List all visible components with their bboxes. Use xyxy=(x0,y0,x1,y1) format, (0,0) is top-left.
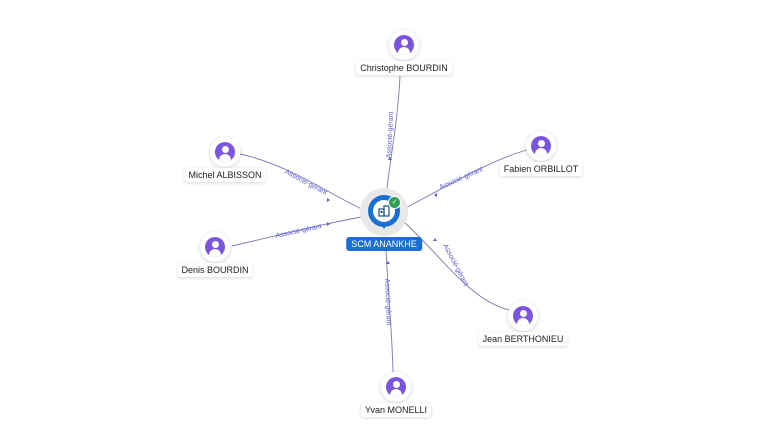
person-icon xyxy=(531,136,551,156)
company-label[interactable]: SCM ANANKHE xyxy=(346,237,422,251)
person-icon xyxy=(215,142,235,162)
person-label-denis-bourdin[interactable]: Denis BOURDIN xyxy=(177,263,253,277)
arrow-christophe-bourdin xyxy=(388,157,392,160)
arrow-denis-bourdin xyxy=(327,222,330,226)
person-node-christophe-bourdin[interactable] xyxy=(389,30,419,60)
edge-label-fabien-orbillot: Associé-gérant xyxy=(439,166,485,191)
edge-label-denis-bourdin: Associé-gérant xyxy=(275,223,322,240)
person-icon xyxy=(205,237,225,257)
person-label-christophe-bourdin[interactable]: Christophe BOURDIN xyxy=(356,61,452,75)
arrow-michel-albisson xyxy=(327,198,330,202)
edge-michel-albisson xyxy=(239,153,369,213)
person-label-jean-berthonieu[interactable]: Jean BERTHONIEU xyxy=(478,332,568,346)
edge-denis-bourdin xyxy=(231,215,369,247)
edge-christophe-bourdin xyxy=(385,75,401,197)
person-label-michel-albisson[interactable]: Michel ALBISSON xyxy=(184,168,266,182)
person-icon xyxy=(386,377,406,397)
edge-label-yvan-monelli: Associé-gérant xyxy=(383,278,392,325)
edge-label-christophe-bourdin: Associé-gérant xyxy=(386,111,395,158)
person-icon xyxy=(394,35,414,55)
person-label-fabien-orbillot[interactable]: Fabien ORBILLOT xyxy=(499,162,583,176)
person-node-denis-bourdin[interactable] xyxy=(200,232,230,262)
edge-label-jean-berthonieu: Associé-gérant xyxy=(441,243,469,288)
person-node-michel-albisson[interactable] xyxy=(210,137,240,167)
arrow-jean-berthonieu xyxy=(433,238,437,241)
edge-fabien-orbillot xyxy=(401,149,528,211)
person-node-fabien-orbillot[interactable] xyxy=(526,131,556,161)
arrow-yvan-monelli xyxy=(386,261,390,264)
person-node-yvan-monelli[interactable] xyxy=(381,372,411,402)
edge-jean-berthonieu xyxy=(401,219,510,311)
arrow-fabien-orbillot xyxy=(434,193,437,197)
person-label-yvan-monelli[interactable]: Yvan MONELLI xyxy=(360,403,432,417)
edge-label-michel-albisson: Associé-gérant xyxy=(283,169,328,197)
check-icon: ✓ xyxy=(388,196,401,209)
person-icon xyxy=(513,306,533,326)
person-node-jean-berthonieu[interactable] xyxy=(508,301,538,331)
